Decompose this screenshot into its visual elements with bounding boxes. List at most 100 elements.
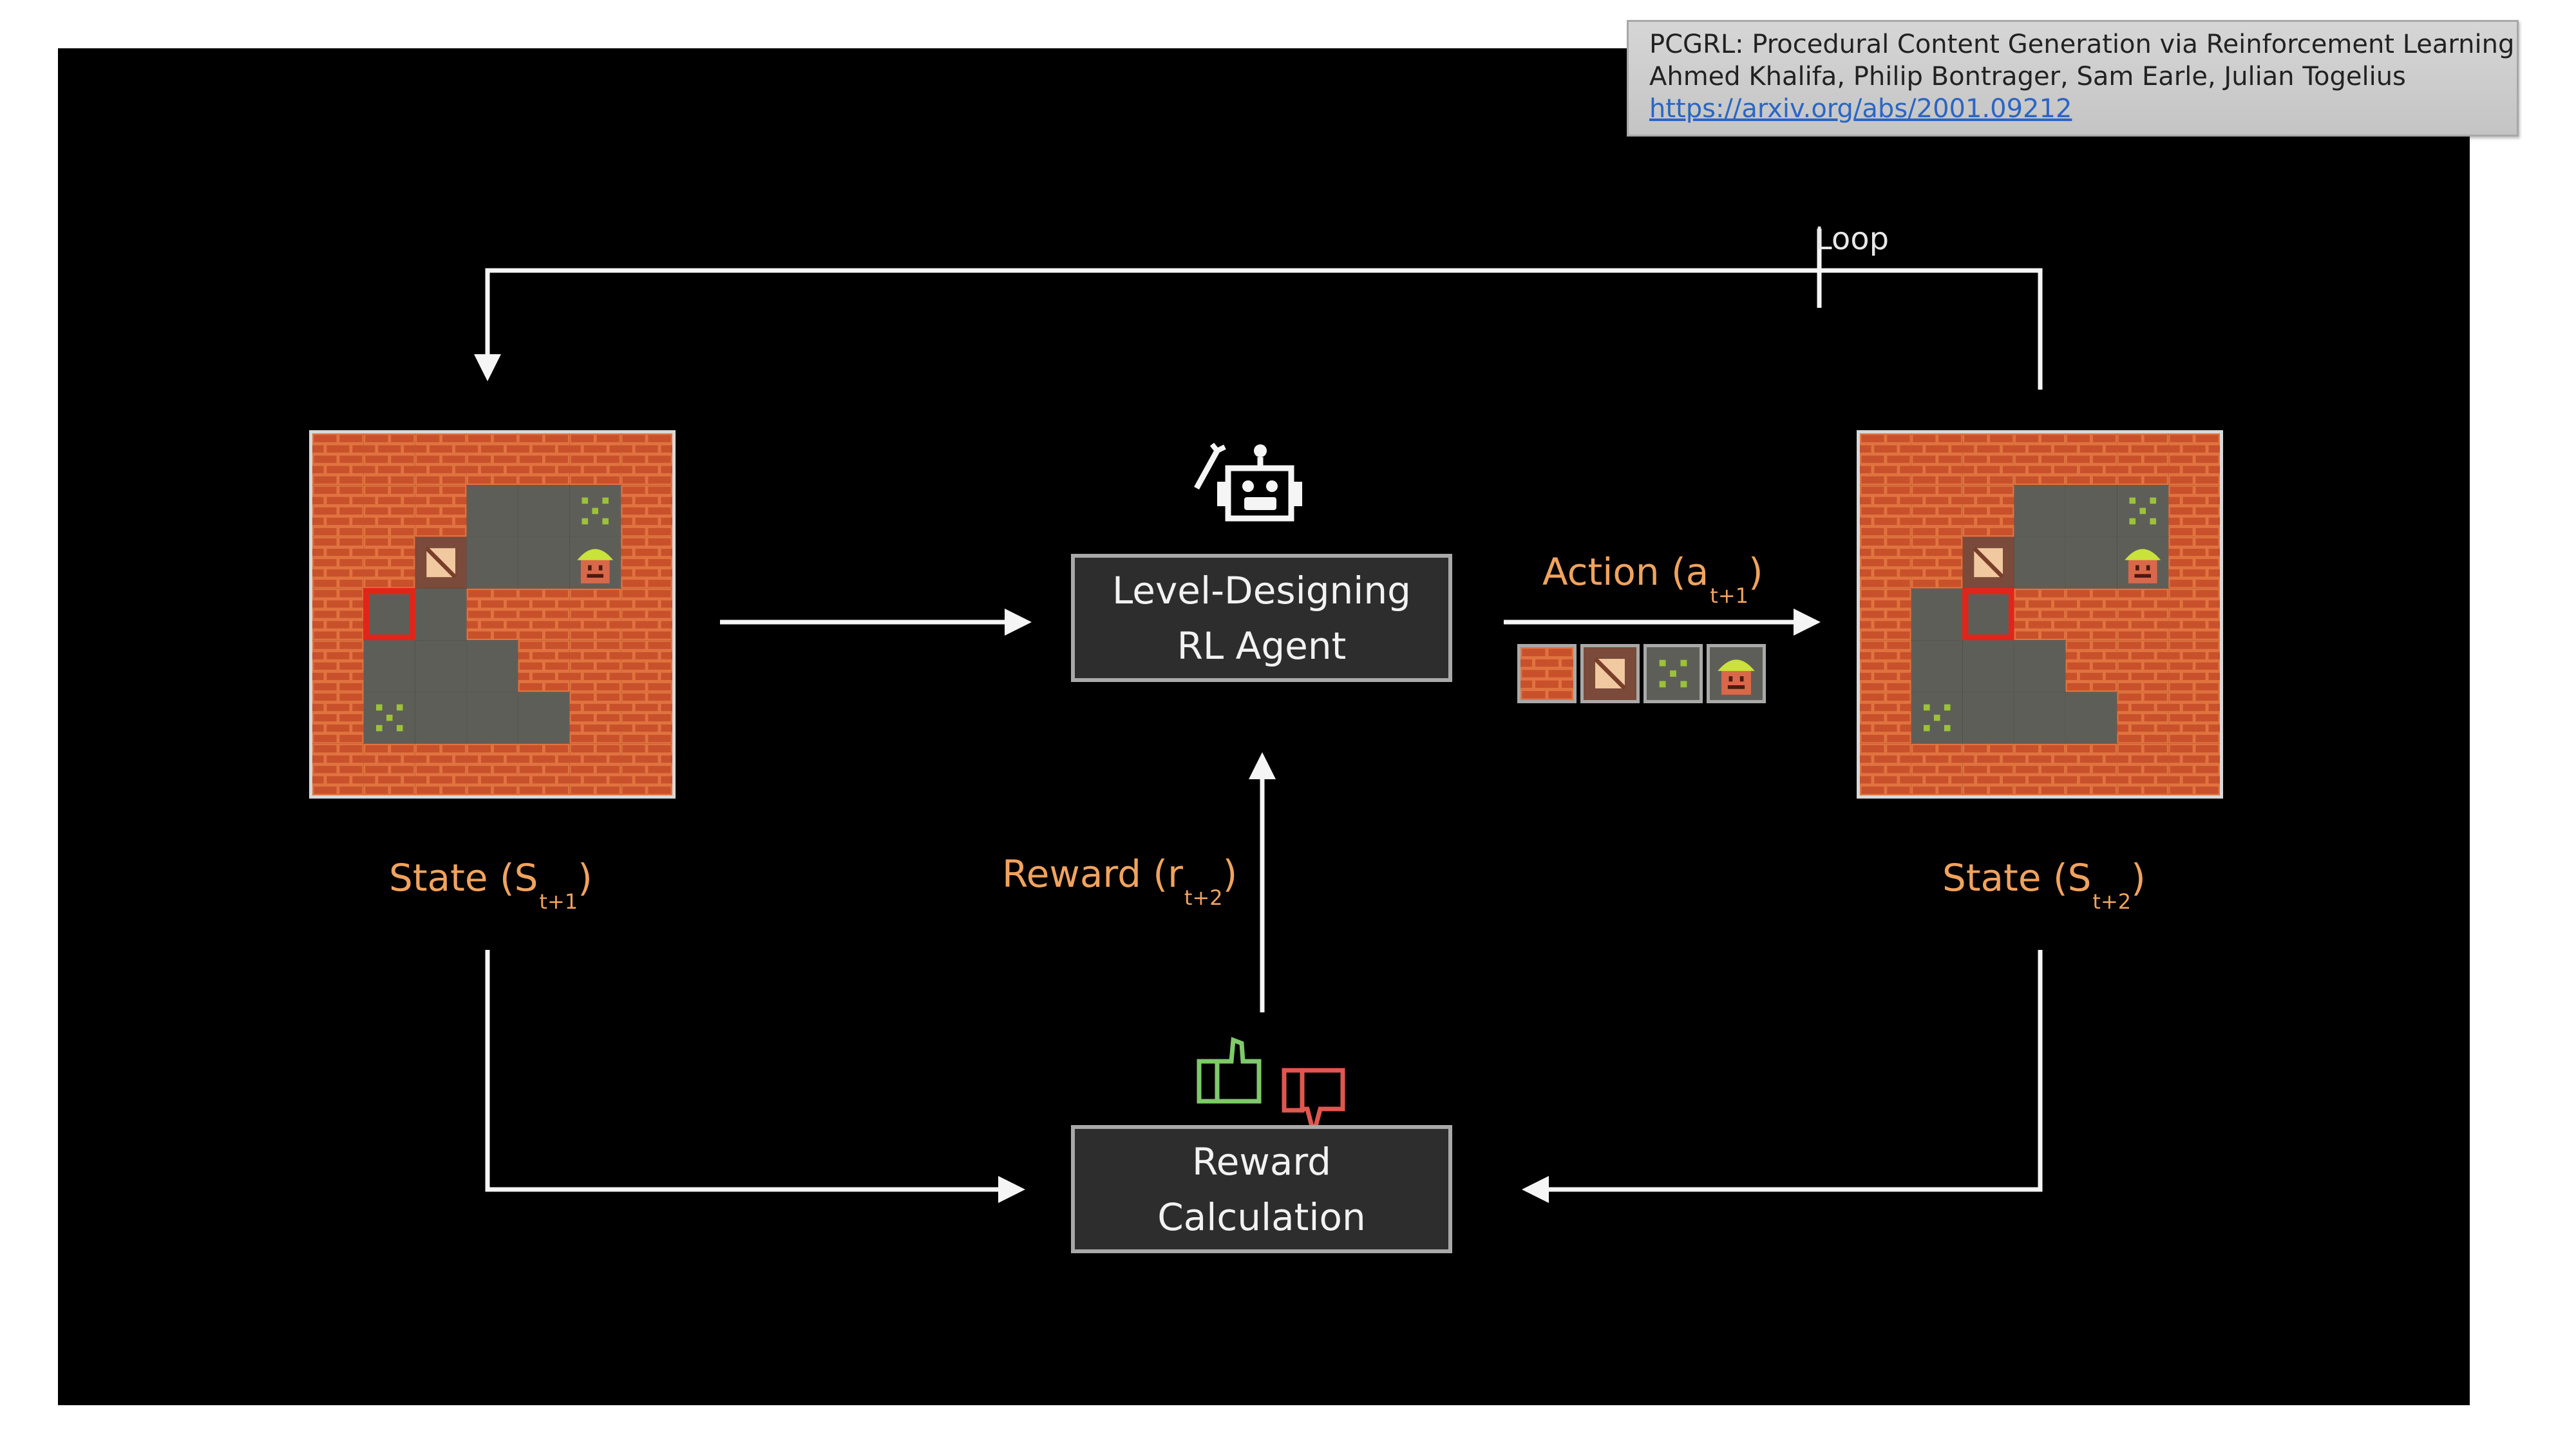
reward-line-1: Reward	[1192, 1139, 1331, 1184]
tile-wall	[415, 743, 467, 795]
tile-wall	[363, 433, 415, 486]
tile-wall	[2168, 433, 2220, 486]
tile-wall	[312, 485, 364, 537]
tile-floor	[518, 485, 570, 537]
level-state-right	[1857, 430, 2223, 799]
tile-wall	[2014, 433, 2066, 486]
tile-wall	[2065, 433, 2117, 486]
tile-crate	[415, 536, 467, 589]
tile-wall	[1962, 743, 2014, 795]
tile-floor	[1962, 640, 2014, 692]
thumbs-down-icon	[1282, 1068, 1345, 1142]
action-label: Action (at+1)	[1542, 550, 1763, 608]
tile-wall	[1911, 433, 1963, 486]
tile-wall	[1911, 743, 1963, 795]
tile-floor	[2014, 640, 2066, 692]
tile-floor	[1911, 588, 1963, 641]
tile-wall	[312, 692, 364, 744]
tile-floor	[415, 640, 467, 692]
loop-arrow	[474, 268, 2043, 390]
tile-wall	[2168, 640, 2220, 692]
tile-floor	[2014, 692, 2066, 744]
tile-wall	[2117, 433, 2169, 486]
tile-goal	[569, 485, 621, 537]
tile-floor	[1962, 692, 2014, 744]
palette-tile-wall	[1517, 644, 1577, 703]
state-left-label: State (St+1)	[389, 856, 592, 914]
tile-wall	[1911, 485, 1963, 537]
tile-wall	[2065, 743, 2117, 795]
tile-wall	[312, 536, 364, 589]
reward-calculation-box: Reward Calculation	[1071, 1125, 1452, 1253]
tile-wall	[569, 743, 621, 795]
tile-wall	[2014, 743, 2066, 795]
tile-wall	[1860, 588, 1911, 641]
tile-wall	[2117, 743, 2169, 795]
tile-wall	[2014, 588, 2066, 641]
tile-floor	[415, 692, 467, 744]
tile-crate	[1962, 536, 2014, 589]
tile-wall	[1860, 743, 1911, 795]
palette-tile-goal	[1643, 644, 1703, 703]
tile-wall	[2065, 588, 2117, 641]
tile-wall	[569, 692, 621, 744]
tile-floor	[518, 536, 570, 589]
tile-wall	[415, 485, 467, 537]
tile-floor	[518, 692, 570, 744]
tile-player	[2117, 536, 2169, 589]
tile-wall	[1962, 485, 2014, 537]
reward-line-2: Calculation	[1157, 1195, 1366, 1239]
agent-line-2: RL Agent	[1177, 623, 1347, 668]
tile-wall	[621, 485, 672, 537]
tile-wall	[621, 588, 672, 641]
state-right-to-reward-arrow	[1522, 950, 2043, 1203]
paper-title: PCGRL: Procedural Content Generation via…	[1649, 30, 2515, 59]
tile-wall	[1860, 692, 1911, 744]
tile-wall	[363, 743, 415, 795]
tile-wall	[2168, 485, 2220, 537]
tile-wall	[2168, 743, 2220, 795]
tile-wall	[569, 588, 621, 641]
tile-goal	[1911, 692, 1963, 744]
tile-floor	[1911, 640, 1963, 692]
tile-wall	[466, 743, 518, 795]
tile-wall	[312, 588, 364, 641]
tile-player	[569, 536, 621, 589]
tile-wall	[569, 640, 621, 692]
level-grid	[312, 433, 672, 795]
tile-floor	[2065, 485, 2117, 537]
tile-floor	[415, 588, 467, 641]
paper-link[interactable]: https://arxiv.org/abs/2001.09212	[1649, 94, 2072, 124]
tile-wall	[466, 588, 518, 641]
tile-wall	[1860, 433, 1911, 486]
tile-wall	[518, 640, 570, 692]
tile-wall	[363, 485, 415, 537]
tile-floor	[466, 640, 518, 692]
tile-wall	[621, 433, 672, 486]
citation-box: PCGRL: Procedural Content Generation via…	[1627, 20, 2519, 137]
tile-wall	[466, 433, 518, 486]
tile-wall	[569, 433, 621, 486]
tile-wall	[621, 536, 672, 589]
tile-wall	[2065, 640, 2117, 692]
state-right-label: State (St+2)	[1942, 856, 2146, 914]
tile-wall	[518, 743, 570, 795]
tile-wall	[518, 433, 570, 486]
tile-wall	[312, 743, 364, 795]
level-state-left	[309, 430, 676, 799]
tile-highlighted-floor	[363, 588, 416, 641]
agent-line-1: Level-Designing	[1112, 568, 1411, 612]
state-left-to-reward-arrow	[485, 950, 1025, 1203]
tile-wall	[1860, 485, 1911, 537]
tile-wall	[2117, 588, 2169, 641]
tile-wall	[1860, 640, 1911, 692]
tile-wall	[2168, 588, 2220, 641]
tile-wall	[1860, 536, 1911, 589]
thumbs-up-icon	[1197, 1037, 1262, 1104]
tile-wall	[415, 433, 467, 486]
robot-with-wrench-icon	[1194, 442, 1302, 522]
reward-label: Reward (rt+2)	[1002, 852, 1238, 910]
tile-wall	[621, 743, 672, 795]
